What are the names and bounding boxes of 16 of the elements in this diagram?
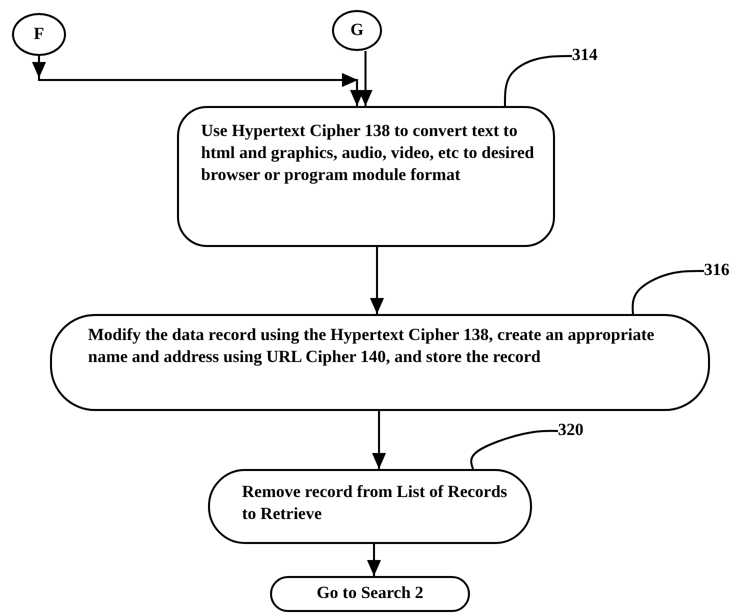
arrow [367, 544, 381, 576]
process-box: Modify the data record using the Hypertext Cipher 138, create an appropriate name and address using URL Cipher 140, and store the record [50, 314, 710, 411]
arrow [358, 51, 372, 106]
connector-circle: F [12, 13, 66, 56]
arrow [32, 56, 364, 106]
arrow [372, 411, 386, 469]
process-box: Remove record from List of Records to Retrieve [208, 469, 532, 544]
connector-circle: G [332, 10, 382, 51]
process-box: Use Hypertext Cipher 138 to convert text to html and graphics, audio, video, etc to desired browser or program module format [177, 106, 555, 247]
terminal-box: Go to Search 2 [270, 576, 470, 612]
leader-line [504, 55, 572, 106]
arrow [370, 247, 384, 314]
leader-line [632, 270, 704, 314]
reference-number: 320 [558, 419, 598, 443]
reference-number: 316 [704, 259, 744, 283]
reference-number: 314 [572, 44, 612, 68]
